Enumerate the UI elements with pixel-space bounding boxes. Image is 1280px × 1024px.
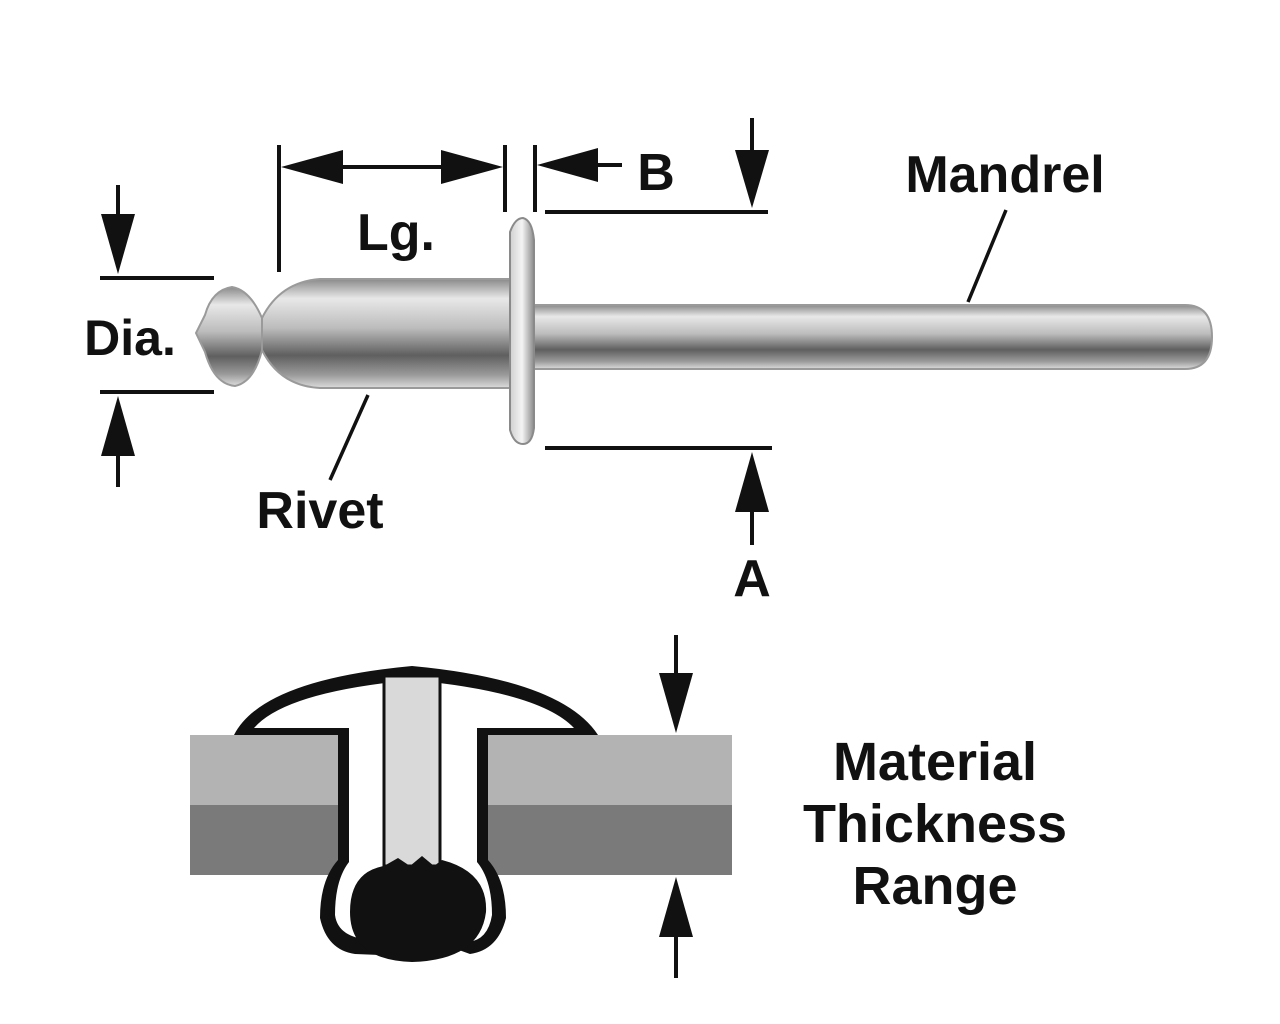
rivet-illustration [194, 216, 1214, 446]
a-dimension: A [545, 446, 772, 608]
mandrel-shaft [519, 304, 1214, 370]
b-label: B [637, 144, 675, 202]
diameter-label: Dia. [84, 310, 176, 366]
mandrel-core [382, 674, 442, 868]
material-label-line2: Thickness [803, 794, 1067, 854]
material-label-line3: Range [852, 856, 1017, 916]
b-dimension: B [533, 118, 769, 214]
rivet-callout: Rivet [256, 394, 384, 540]
a-label: A [733, 550, 771, 608]
length-dimension: Lg. [277, 145, 507, 272]
rivet-body [261, 278, 513, 389]
mandrel-callout: Mandrel [905, 146, 1105, 303]
thickness-dimension [659, 635, 693, 978]
material-label-line1: Material [833, 732, 1037, 792]
mandrel-label: Mandrel [905, 146, 1104, 204]
mandrel-blob [350, 856, 487, 962]
length-label: Lg. [357, 204, 435, 262]
diameter-dimension: Dia. [84, 185, 214, 487]
material-thickness-label: Material Thickness Range [803, 732, 1067, 916]
rivet-label: Rivet [256, 482, 383, 540]
rivet-flange [509, 216, 535, 446]
mandrel-head [194, 285, 263, 388]
cross-section [190, 666, 732, 962]
